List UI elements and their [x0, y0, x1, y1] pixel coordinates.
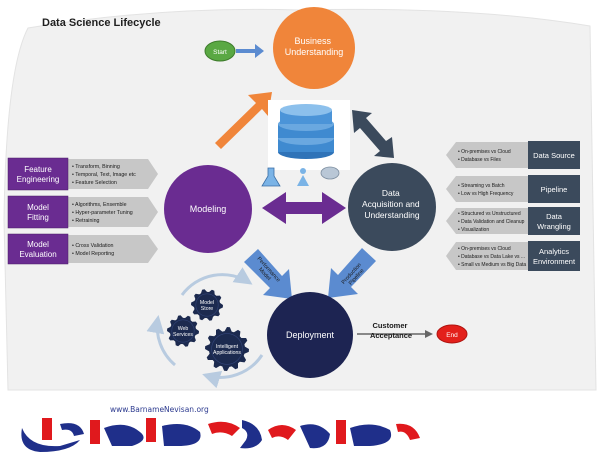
left-step-bullet: • Retraining — [72, 218, 100, 224]
customer-acceptance-arrowhead — [425, 330, 433, 338]
left-step-bullet: • Algorithms, Ensemble — [72, 202, 127, 208]
left-step-bullet: • Temporal, Text, Image etc — [72, 172, 136, 178]
right-steps: Data Source • On-premises vs Cloud • Datab… — [446, 141, 580, 271]
right-step-chevron — [446, 176, 530, 202]
right-step: Pipeline • Streaming vs Batch • Low vs Hig… — [446, 175, 580, 203]
left-step-box — [7, 195, 69, 229]
right-step-chevron — [446, 142, 530, 168]
right-step-label: Data Source — [533, 151, 575, 160]
right-step-box — [528, 241, 580, 271]
right-step-box — [528, 141, 580, 169]
business-acquisition-arrow — [352, 110, 394, 158]
end-label: End — [446, 332, 458, 339]
production-pipeline-arrow — [328, 248, 376, 298]
right-step-bullet: • Small vs Medium vs Big Data — [458, 262, 526, 268]
left-step-chevron — [66, 235, 158, 263]
deployment-label: Deployment — [286, 330, 335, 340]
right-step-chevron — [446, 242, 530, 270]
start-node — [204, 40, 236, 62]
start-arrow — [236, 44, 264, 58]
right-step-bullet: • Streaming vs Batch — [458, 183, 505, 189]
left-step-box — [7, 233, 69, 265]
performance-model-arrow — [244, 249, 292, 299]
end-node — [436, 324, 468, 344]
right-step-bullet: • Database vs Data Lake vs ... — [458, 254, 525, 260]
acquisition-label: Data Acquisition and Understanding — [362, 188, 422, 220]
data-cylinders-icon — [268, 100, 350, 170]
watermark-logo: www.BarnameNevisan.org — [21, 405, 420, 452]
gear-cycle-arc — [180, 267, 253, 296]
person-icon — [297, 168, 309, 186]
right-step-chevron — [446, 208, 530, 234]
brain-icon — [320, 166, 340, 180]
right-step-bullet: • Data Validation and Cleanup — [458, 219, 525, 225]
right-step-bullet: • Structured vs Unstructured — [458, 211, 521, 217]
right-step-box — [528, 175, 580, 203]
modeling-circle — [164, 165, 252, 253]
deployment-circle — [267, 292, 353, 378]
right-step-box — [528, 207, 580, 235]
business-understanding-label: Business Understanding — [285, 36, 344, 57]
right-step-bullet: • Low vs High Frequency — [458, 191, 514, 197]
right-step-bullet: • On-premises vs Cloud — [458, 246, 511, 252]
left-step-chevron — [66, 197, 158, 227]
page-title: Data Science Lifecycle — [42, 17, 161, 29]
modeling-label: Modeling — [190, 204, 227, 214]
background-frame — [3, 8, 597, 391]
modeling-acquisition-arrow — [262, 192, 346, 224]
right-step-bullet: • On-premises vs Cloud — [458, 149, 511, 155]
left-step-bullet: • Cross Validation — [72, 243, 114, 249]
left-step-bullet: • Feature Selection — [72, 180, 117, 186]
right-step-bullet: • Visualization — [458, 227, 489, 233]
flask-icon — [261, 167, 281, 187]
gear-cycle-arc — [202, 354, 264, 389]
left-step-chevron — [66, 159, 158, 189]
start-label: Start — [213, 49, 227, 56]
right-step-label: Pipeline — [541, 185, 568, 194]
left-step-bullet: • Model Reporting — [72, 251, 114, 257]
modeling-to-business-arrow — [215, 92, 272, 149]
acquisition-circle — [348, 163, 436, 251]
right-step: Data Source • On-premises vs Cloud • Datab… — [446, 141, 580, 169]
left-step-bullet: • Transform, Binning — [72, 164, 120, 170]
left-step-box — [7, 157, 69, 191]
gear-cycle-arc — [146, 315, 176, 367]
business-understanding-circle — [273, 7, 355, 89]
left-step-bullet: • Hyper-parameter Tuning — [72, 210, 133, 216]
customer-acceptance-label: Customer Acceptance — [370, 321, 412, 340]
watermark-url: www.BarnameNevisan.org — [110, 405, 209, 414]
right-step-bullet: • Database vs Files — [458, 157, 501, 163]
